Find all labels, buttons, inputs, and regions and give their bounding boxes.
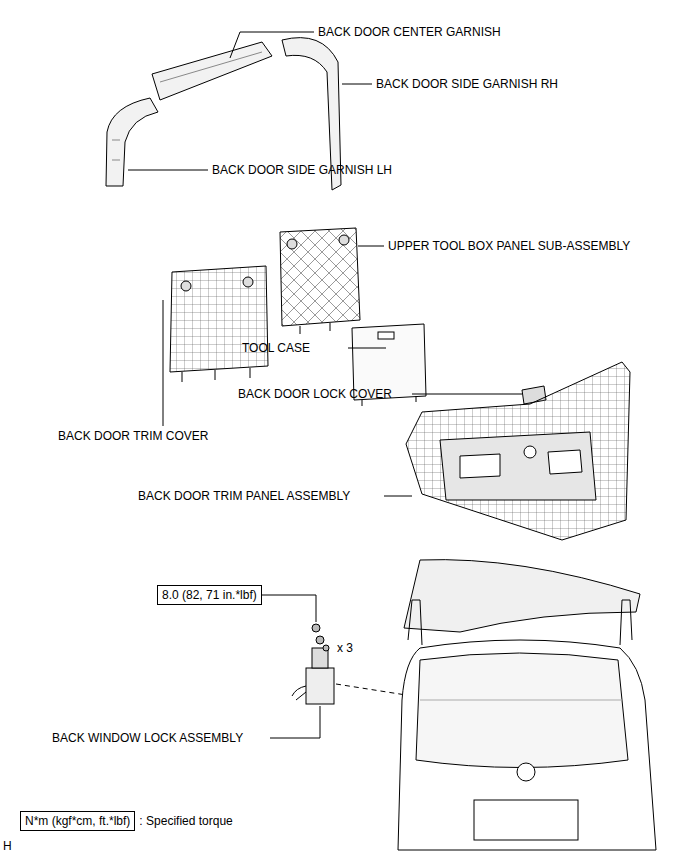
trim-cover bbox=[170, 266, 268, 372]
figure-code: H bbox=[3, 839, 12, 853]
part-name: BACK DOOR LOCK COVER bbox=[238, 387, 392, 401]
leader-lines bbox=[128, 32, 522, 738]
upper-tool-box-panel bbox=[280, 228, 360, 326]
quantity-label: x 3 bbox=[337, 641, 353, 655]
legend-text: : Specified torque bbox=[139, 814, 232, 828]
torque-legend: N*m (kgf*cm, ft.*lbf) : Specified torque bbox=[20, 811, 233, 831]
part-name: BACK WINDOW LOCK ASSEMBLY bbox=[52, 731, 243, 745]
center-garnish bbox=[152, 42, 272, 100]
torque-value: N*m (kgf*cm, ft.*lbf) bbox=[20, 811, 135, 831]
part-name: BACK DOOR CENTER GARNISH bbox=[318, 25, 501, 39]
window-lock bbox=[292, 624, 334, 704]
trim-panel bbox=[406, 362, 630, 540]
part-name: BACK DOOR SIDE GARNISH RH bbox=[376, 77, 558, 91]
torque-value: 8.0 (82, 71 in.*lbf) bbox=[157, 585, 262, 605]
vehicle-rear bbox=[398, 560, 656, 850]
part-name: BACK DOOR TRIM PANEL ASSEMBLY bbox=[138, 489, 350, 503]
part-name: UPPER TOOL BOX PANEL SUB-ASSEMBLY bbox=[388, 239, 630, 253]
part-name: TOOL CASE bbox=[242, 341, 310, 355]
part-name: BACK DOOR SIDE GARNISH LH bbox=[212, 163, 392, 177]
torque-box: 8.0 (82, 71 in.*lbf) bbox=[157, 585, 262, 605]
part-name: BACK DOOR TRIM COVER bbox=[58, 429, 208, 443]
side-garnish-lh bbox=[106, 98, 158, 186]
torque-leader-line bbox=[262, 595, 316, 622]
